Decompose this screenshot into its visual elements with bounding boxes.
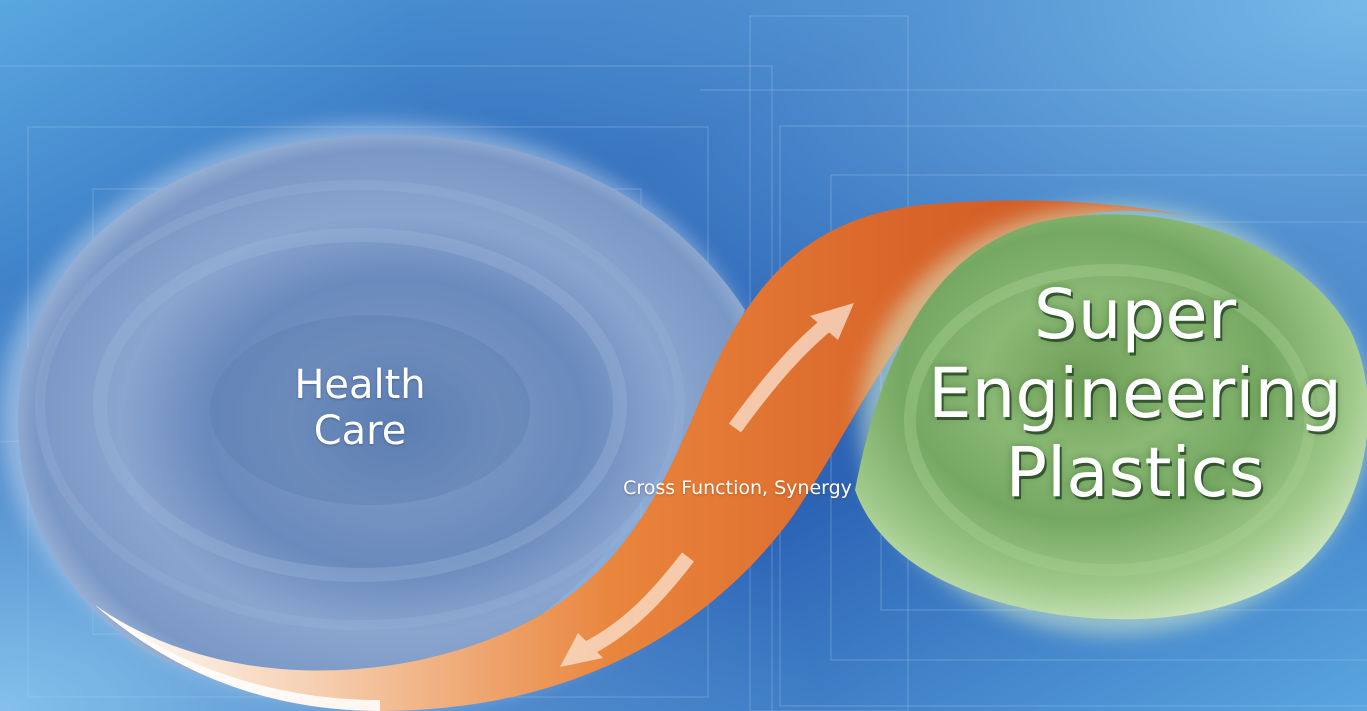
health-care-line-1: Health: [294, 362, 426, 408]
sep-line-1: Super: [1033, 275, 1237, 355]
synergy-label: Cross Function, Synergy: [623, 477, 852, 499]
health-care-line-2: Care: [313, 408, 407, 454]
super-engineering-plastics-lobe: [855, 205, 1367, 635]
down-arrow-icon: [560, 552, 694, 667]
synergy-band: [95, 200, 1250, 711]
sep-line-2: Engineering: [928, 354, 1342, 434]
health-care-label: Health Care: [230, 362, 490, 454]
sep-line-3: Plastics: [1005, 433, 1265, 513]
health-care-lobe: [0, 123, 764, 707]
super-engineering-plastics-label: Super Engineering Plastics: [920, 276, 1350, 513]
up-arrow-icon: [728, 303, 854, 433]
